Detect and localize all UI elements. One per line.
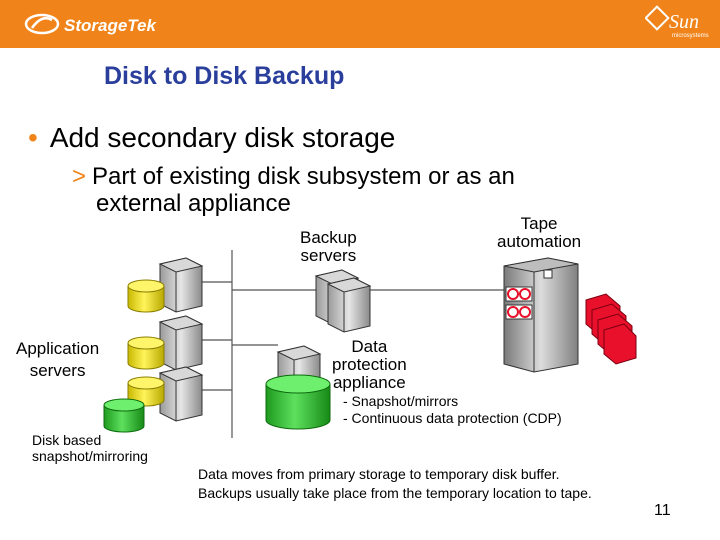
tape-automation-label: Tape automation: [497, 215, 581, 251]
appliance-notes: - Snapshot/mirrors - Continuous data pro…: [343, 393, 562, 427]
tape-line1: Tape: [520, 214, 558, 233]
application-servers-label: Application servers: [16, 338, 99, 382]
appliance-label: Data protection appliance: [332, 338, 407, 392]
bullet-main: • Add secondary disk storage: [28, 122, 395, 154]
app-server-2: [158, 315, 204, 371]
sub-bullet-symbol: >: [72, 163, 87, 190]
header-bar: StorageTek Sun microsystems: [0, 0, 720, 48]
bullet-sub-line1: Part of existing disk subsystem or as an: [92, 163, 515, 190]
app-servers-line1: Application: [16, 339, 100, 358]
snapshot-disk: [103, 398, 145, 433]
bullet-sub-line2: external appliance: [96, 190, 291, 217]
sun-logo: Sun microsystems: [645, 5, 709, 39]
app-disk-2: [127, 336, 165, 370]
brand-right-subtext: microsystems: [672, 33, 709, 39]
app-disk-1: [127, 279, 165, 313]
disk-based-line2: snapshot/mirroring: [32, 448, 148, 464]
app-server-1: [158, 257, 204, 313]
footer-caption: Data moves from primary storage to tempo…: [198, 465, 592, 503]
appliance-note2: - Continuous data protection (CDP): [343, 410, 562, 426]
brand-left-text: StorageTek: [64, 16, 158, 35]
appliance-disk: [265, 374, 331, 430]
disk-based-label: Disk based snapshot/mirroring: [32, 432, 148, 464]
appliance-line1: Data: [351, 337, 388, 356]
storagetek-logo: StorageTek: [24, 13, 158, 35]
appliance-line3: appliance: [332, 373, 406, 392]
caption-line2: Backups usually take place from the temp…: [198, 485, 592, 501]
appliance-line2: protection: [332, 355, 407, 374]
disk-based-line1: Disk based: [32, 432, 102, 448]
bullet-main-text: Add secondary disk storage: [49, 122, 396, 153]
page-number: 11: [654, 502, 671, 519]
backup-servers-line2: servers: [300, 246, 357, 265]
backup-servers-line1: Backup: [300, 228, 357, 247]
backup-servers-label: Backup servers: [300, 229, 357, 265]
tape-cartridges: [585, 293, 637, 365]
appliance-note1: - Snapshot/mirrors: [343, 393, 459, 409]
caption-line1: Data moves from primary storage to tempo…: [198, 466, 560, 482]
brand-right-text: Sun: [669, 11, 699, 33]
bullet-sub: >Part of existing disk subsystem or as a…: [72, 163, 632, 217]
network-lines: [198, 250, 510, 438]
tape-line2: automation: [497, 232, 582, 251]
backup-server-2: [326, 277, 372, 333]
app-server-3: [158, 366, 204, 422]
slide-title: Disk to Disk Backup: [104, 62, 345, 90]
tape-library: [503, 257, 579, 373]
app-servers-line2: servers: [29, 361, 86, 380]
bullet-symbol: •: [28, 122, 38, 153]
